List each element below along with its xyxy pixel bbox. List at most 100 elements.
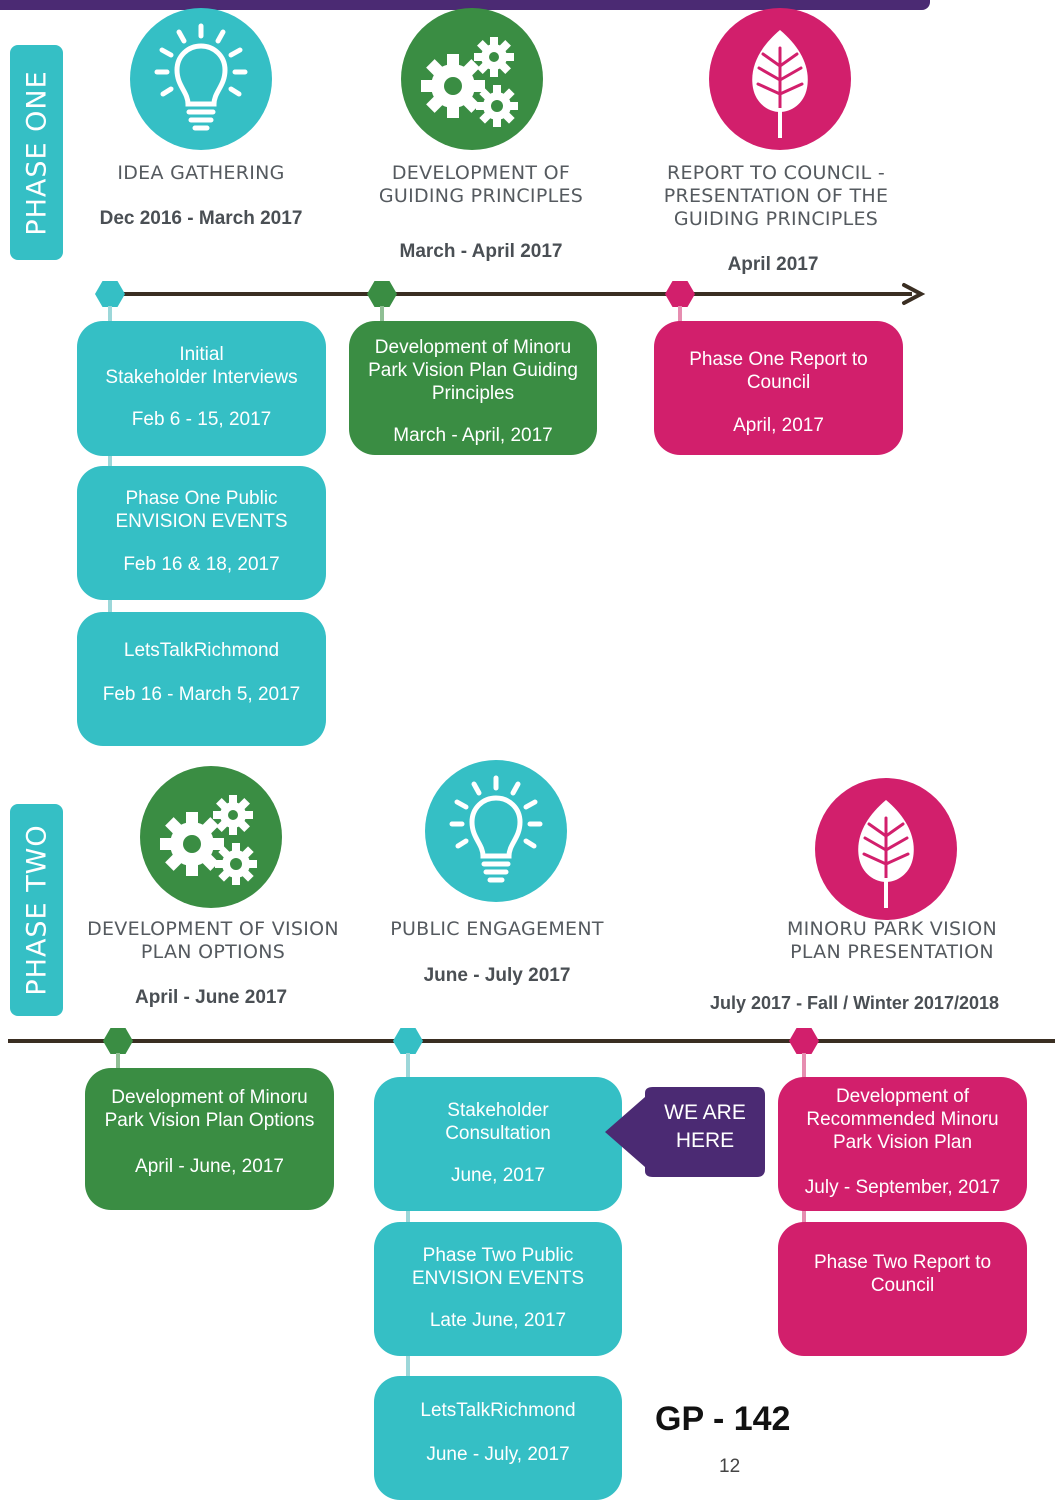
stage-title-line: PLAN PRESENTATION (790, 941, 994, 963)
task-box-guiding-principles: Development of Minoru Park Vision Plan G… (349, 321, 597, 455)
task-box-date: Late June, 2017 (429, 1310, 567, 1331)
task-box-line: Initial (179, 344, 224, 365)
we-are-here-marker: WE ARE HERE (603, 1087, 765, 1177)
we-are-here-label: WE ARE HERE (651, 1099, 759, 1155)
task-box-line: Park Vision Plan Guiding (368, 360, 578, 381)
leaf-icon (752, 30, 808, 138)
stage-date-idea-gathering: Dec 2016 - March 2017 (99, 208, 303, 229)
stage-title-line: DEVELOPMENT OF (391, 162, 571, 184)
task-box-label: Initial Stakeholder Interviews (83, 343, 320, 389)
stage-date-report-to-council: April 2017 (727, 254, 819, 275)
task-box-phase-one-envision-events: Phase One Public ENVISION EVENTS Feb 16 … (77, 466, 326, 600)
leaf-icon (858, 800, 914, 908)
task-box-line: Park Vision Plan Options (104, 1110, 315, 1131)
we-are-here-line: WE ARE (664, 1101, 746, 1124)
task-box-initial-stakeholder-interviews: Initial Stakeholder Interviews Feb 6 - 1… (77, 321, 326, 456)
task-box-label: Phase Two Public ENVISION EVENTS (380, 1244, 616, 1290)
phase-two-tab: PHASE TWO (10, 804, 63, 1016)
connector-stem (380, 306, 384, 326)
stage-circle-guiding-principles (401, 8, 543, 150)
task-box-phase-one-report: Phase One Report to Council April, 2017 (654, 321, 903, 455)
task-box-date: July - September, 2017 (804, 1177, 1001, 1198)
timeline-phase-two (8, 1039, 1055, 1043)
stage-title-line: PRESENTATION OF THE (663, 185, 889, 207)
task-box-label: LetsTalkRichmond (420, 1400, 576, 1421)
stage-title-report-to-council: REPORT TO COUNCIL - PRESENTATION OF THE … (640, 162, 912, 231)
task-box-line: Development of Minoru (374, 337, 572, 358)
task-box-date: April, 2017 (733, 415, 824, 436)
stage-title-line: GUIDING PRINCIPLES (673, 208, 879, 230)
document-code: GP - 142 (655, 1400, 791, 1438)
timeline-node-vision-plan-options (103, 1028, 133, 1054)
task-box-recommended-vision-plan: Development of Recommended Minoru Park V… (778, 1077, 1027, 1211)
timeline-node-vision-plan-presentation (789, 1028, 819, 1054)
stage-date-vision-plan-options: April - June 2017 (134, 987, 288, 1008)
stage-title-line: MINORU PARK VISION (786, 918, 998, 940)
task-box-line: ENVISION EVENTS (411, 1268, 585, 1289)
stage-circle-vision-plan-options (140, 766, 282, 908)
timeline-node-report-to-council (665, 281, 695, 307)
we-are-here-line: HERE (675, 1129, 735, 1152)
task-box-date: April - June, 2017 (135, 1156, 284, 1177)
task-box-line: Council (870, 1275, 935, 1296)
task-box-date: Feb 6 - 15, 2017 (131, 409, 272, 430)
task-box-label: Stakeholder Consultation (380, 1099, 616, 1145)
task-box-vision-plan-options: Development of Minoru Park Vision Plan O… (85, 1068, 334, 1210)
task-box-label: Phase One Public ENVISION EVENTS (83, 487, 320, 533)
connector-stem (678, 306, 682, 326)
task-box-line: Stakeholder Interviews (105, 367, 298, 388)
stage-title-line: GUIDING PRINCIPLES (378, 185, 584, 207)
stage-title-vision-plan-presentation: MINORU PARK VISION PLAN PRESENTATION (752, 918, 1032, 964)
stage-date-public-engagement: June - July 2017 (423, 965, 571, 986)
gears-icon (160, 795, 257, 885)
phase-two-label: PHASE TWO (21, 824, 52, 996)
lightbulb-icon (154, 23, 248, 131)
timeline-node-guiding-principles (367, 281, 397, 307)
timeline-node-public-engagement (393, 1028, 423, 1054)
task-box-line: Recommended Minoru (806, 1109, 999, 1130)
timeline-phase-one (120, 292, 912, 296)
task-box-line: Park Vision Plan (832, 1132, 973, 1153)
task-box-line: Development of Minoru (111, 1087, 308, 1108)
connector-stem (116, 1053, 120, 1073)
task-box-date: June, 2017 (450, 1165, 546, 1186)
task-box-line: Development of (835, 1086, 970, 1107)
arrowhead-icon (902, 283, 926, 305)
task-box-letstalkrichmond: LetsTalkRichmond Feb 16 - March 5, 2017 (77, 612, 326, 746)
task-box-date: Feb 16 - March 5, 2017 (102, 684, 301, 705)
stage-title-line: DEVELOPMENT OF VISION (87, 918, 339, 940)
stage-title-guiding-principles: DEVELOPMENT OF GUIDING PRINCIPLES (350, 162, 612, 208)
stage-circle-public-engagement (425, 760, 567, 902)
task-box-date: March - April, 2017 (393, 425, 553, 446)
task-box-label: Development of Recommended Minoru Park V… (784, 1085, 1021, 1154)
stage-title-line: REPORT TO COUNCIL - (666, 162, 886, 184)
task-box-line: Phase One Report to (689, 349, 868, 370)
task-box-date: Feb 16 & 18, 2017 (123, 554, 280, 575)
task-box-stakeholder-consultation: Stakeholder Consultation June, 2017 (374, 1077, 622, 1211)
stage-date-guiding-principles: March - April 2017 (399, 241, 563, 262)
gears-icon (421, 37, 518, 127)
stage-circle-idea-gathering (130, 8, 272, 150)
stage-circle-vision-plan-presentation (815, 778, 957, 920)
task-box-line: Stakeholder (447, 1100, 549, 1121)
task-box-phase-two-envision-events: Phase Two Public ENVISION EVENTS Late Ju… (374, 1222, 622, 1356)
stage-title-vision-plan-options: DEVELOPMENT OF VISION PLAN OPTIONS (72, 918, 354, 964)
task-box-line: ENVISION EVENTS (115, 511, 288, 532)
left-arrow-icon (605, 1087, 765, 1177)
task-box-line: Council (746, 372, 811, 393)
task-box-letstalkrichmond: LetsTalkRichmond June - July, 2017 (374, 1376, 622, 1500)
task-box-line: Phase Two Report to (813, 1252, 992, 1273)
task-box-label: Development of Minoru Park Vision Plan G… (355, 336, 591, 405)
task-box-label: Development of Minoru Park Vision Plan O… (91, 1086, 328, 1132)
task-box-line: Phase Two Public (422, 1245, 574, 1266)
task-box-label: LetsTalkRichmond (123, 640, 280, 661)
task-box-line: Principles (431, 383, 515, 404)
task-box-label: Phase Two Report to Council (784, 1251, 1021, 1297)
stage-circle-report-to-council (709, 8, 851, 150)
task-box-phase-two-report: Phase Two Report to Council (778, 1222, 1027, 1356)
lightbulb-icon (449, 775, 543, 883)
stage-title-idea-gathering: IDEA GATHERING (117, 162, 285, 184)
stage-title-public-engagement: PUBLIC ENGAGEMENT (390, 918, 604, 940)
stage-title-line: PLAN OPTIONS (140, 941, 286, 963)
task-box-date: June - July, 2017 (426, 1444, 570, 1465)
